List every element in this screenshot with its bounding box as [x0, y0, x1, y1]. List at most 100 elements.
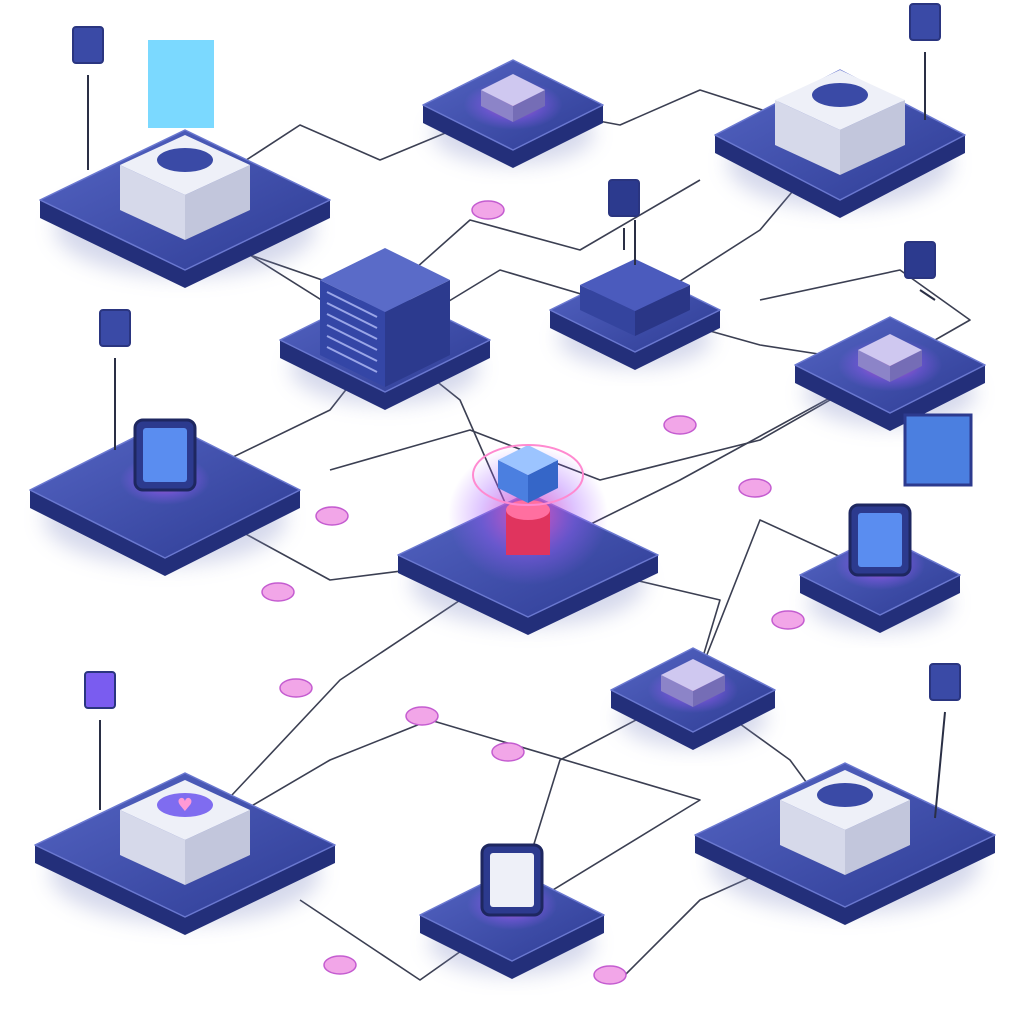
node-server-box	[714, 69, 966, 218]
connector-node	[261, 582, 295, 602]
connector-node	[663, 415, 697, 435]
health-panel	[157, 793, 213, 817]
connector-node	[315, 506, 349, 526]
tablet-icon	[120, 418, 210, 505]
sign-panel	[99, 309, 131, 347]
cpu-icon	[448, 444, 608, 585]
module-chip-right	[693, 675, 725, 707]
hub-chip-left	[498, 460, 528, 503]
server-tower-right	[385, 280, 450, 387]
storage-body-left	[780, 800, 845, 875]
connector-node	[405, 706, 439, 726]
monitor-icon	[835, 503, 925, 590]
server-slot	[326, 291, 378, 318]
hub-ring	[472, 444, 584, 506]
server-body-right	[840, 100, 905, 175]
sign-panel	[929, 663, 961, 701]
storage-icon	[780, 770, 910, 875]
storage-body-right	[845, 800, 910, 875]
monitor-screen	[903, 413, 973, 487]
signposts	[72, 3, 973, 985]
platform-side	[611, 690, 775, 750]
sign-panel	[904, 241, 936, 279]
server-slot	[326, 313, 378, 340]
connector-node	[279, 678, 313, 698]
platform-side	[398, 555, 658, 635]
module-icon	[647, 659, 739, 714]
server-icon	[775, 70, 905, 175]
module-chip-top	[661, 659, 725, 691]
printer-icon	[120, 135, 250, 240]
server-tower-top	[320, 248, 450, 312]
hub-chip-right	[528, 460, 558, 503]
tablet-screen	[143, 428, 187, 482]
doc-screen	[490, 853, 534, 907]
sign-pole	[934, 711, 946, 819]
node-core-hub	[397, 444, 659, 635]
document-icon	[467, 843, 557, 930]
module-chip-top	[858, 334, 922, 366]
platform-side	[280, 340, 490, 410]
printer-panel	[157, 148, 213, 172]
platform-side	[30, 490, 300, 576]
node-storage-stack	[694, 762, 996, 925]
platforms: ♥	[29, 3, 996, 985]
node-router	[549, 220, 721, 370]
module-chip-left	[858, 350, 890, 382]
health-body-right	[185, 810, 250, 885]
platform-side	[550, 310, 720, 370]
node-server-tower	[279, 248, 491, 410]
connector-node	[491, 742, 525, 762]
heart-glyph: ♥	[177, 795, 193, 816]
node-small-module	[610, 647, 776, 750]
connector-node	[738, 478, 772, 498]
sign-panel	[608, 179, 640, 217]
platform-side	[800, 575, 960, 633]
node-tablet	[29, 418, 301, 576]
connector-line	[329, 269, 971, 481]
small-chip-right	[513, 90, 545, 122]
connector-node	[593, 965, 627, 985]
sign-pole	[919, 289, 936, 301]
router-body-top	[580, 259, 690, 311]
chip-icon	[463, 74, 563, 130]
sign-panel	[909, 3, 941, 41]
email-hologram	[148, 40, 214, 128]
connector-node	[471, 200, 505, 220]
platform-side	[420, 915, 604, 979]
router-body-left	[580, 285, 635, 336]
printer-body-left	[120, 165, 185, 240]
module-icon	[837, 334, 943, 392]
small-chip-top	[481, 74, 545, 106]
server-slot	[326, 302, 378, 329]
connector-node	[323, 955, 357, 975]
platform-side	[423, 105, 603, 168]
server-slot	[326, 335, 378, 362]
server-panel	[812, 83, 868, 107]
small-chip-left	[481, 90, 513, 122]
server-rack-icon	[320, 248, 450, 387]
platform-side	[715, 135, 965, 218]
monitor-screen	[858, 513, 902, 567]
health-body-left	[120, 810, 185, 885]
storage-panel	[817, 783, 873, 807]
platform-side	[795, 365, 985, 431]
router-icon	[580, 220, 690, 336]
node-health-device: ♥	[34, 772, 336, 935]
printer-body-right	[185, 165, 250, 240]
server-slot	[326, 324, 378, 351]
node-small-device	[422, 59, 604, 168]
node-printer	[39, 129, 331, 288]
node-document-device	[419, 843, 605, 979]
sign-panel	[84, 671, 116, 709]
connector-node	[771, 610, 805, 630]
sign-panel	[72, 26, 104, 64]
server-body-left	[775, 100, 840, 175]
node-module	[794, 316, 986, 431]
server-slot	[326, 346, 378, 373]
hub-chip-top	[498, 445, 558, 475]
router-body-right	[635, 285, 690, 336]
heart-icon: ♥	[120, 780, 250, 885]
